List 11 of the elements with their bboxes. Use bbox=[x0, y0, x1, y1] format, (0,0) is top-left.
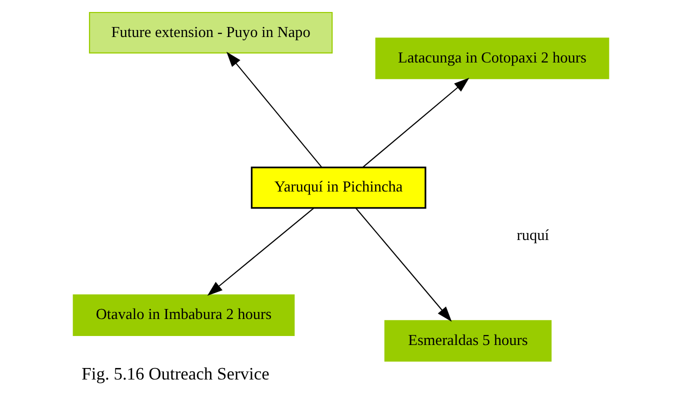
label: ruquí bbox=[516, 227, 550, 244]
arrow bbox=[226, 52, 322, 168]
node-box: Otavalo in Imbabura 2 hours bbox=[72, 294, 295, 336]
node-box: Latacunga in Cotopaxi 2 hours bbox=[375, 38, 610, 80]
node-box: Esmeraldas 5 hours bbox=[384, 320, 552, 362]
node-box: Future extension - Puyo in Napo bbox=[88, 12, 333, 54]
arrow bbox=[362, 78, 470, 168]
node-box: Yaruquí in Pichincha bbox=[250, 166, 426, 209]
arrow bbox=[207, 208, 314, 296]
caption: Fig. 5.16 Outreach Service bbox=[82, 363, 270, 384]
arrow bbox=[355, 208, 452, 322]
